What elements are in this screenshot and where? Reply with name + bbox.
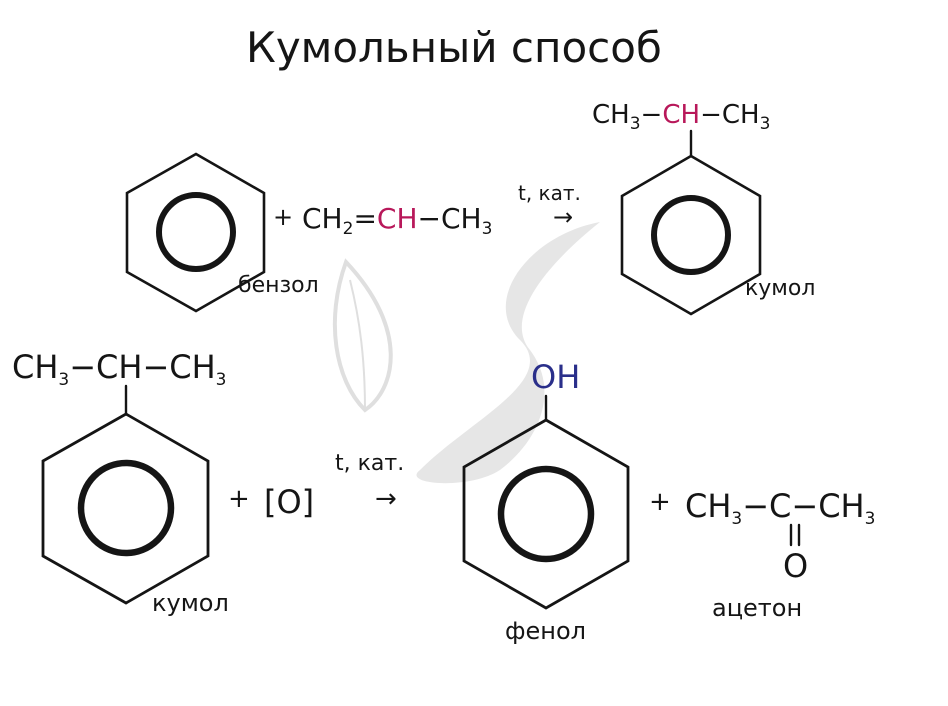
cumene-chain: CH3−CH−CH3 [592,100,770,134]
svg-text:CH3−C−CH3: CH3−C−CH3 [685,487,875,529]
hydroxyl-group: OH [531,358,580,396]
oxidant: [O] [264,483,314,521]
cumene-ring [620,154,762,316]
propene-formula: CH2=CH−CH3 [302,202,492,239]
acetone-label: ацетон [712,594,802,622]
watermark-logo [332,222,600,484]
svg-text:CH3−CH−CH3: CH3−CH−CH3 [12,348,227,390]
plus-sign-2: + [228,484,250,514]
reaction-arrow: → [553,203,573,231]
page-title: Кумольный способ [246,23,662,72]
cumene-label-2: кумол [152,589,229,617]
plus-sign: + [273,203,293,231]
carbonyl-oxygen: O [783,547,808,585]
cumene-chain-2: CH3−CH−CH3 [12,348,227,390]
acetone-formula: CH3−C−CH3 [685,487,875,529]
reaction-condition-2: t, кат. [335,451,404,476]
phenol-label: фенол [505,617,586,645]
plus-sign-3: + [649,487,671,517]
cumene-ring-2 [41,412,210,605]
svg-text:CH3−CH−CH3: CH3−CH−CH3 [592,100,770,134]
reaction-condition: t, кат. [518,181,581,205]
cumene-label: кумол [745,276,815,301]
benzene-label: бензол [238,273,319,298]
reaction-arrow-2: → [375,484,397,514]
svg-text:CH2=CH−CH3: CH2=CH−CH3 [302,202,492,239]
benzene-ring [125,152,266,313]
phenol-ring [462,418,630,610]
